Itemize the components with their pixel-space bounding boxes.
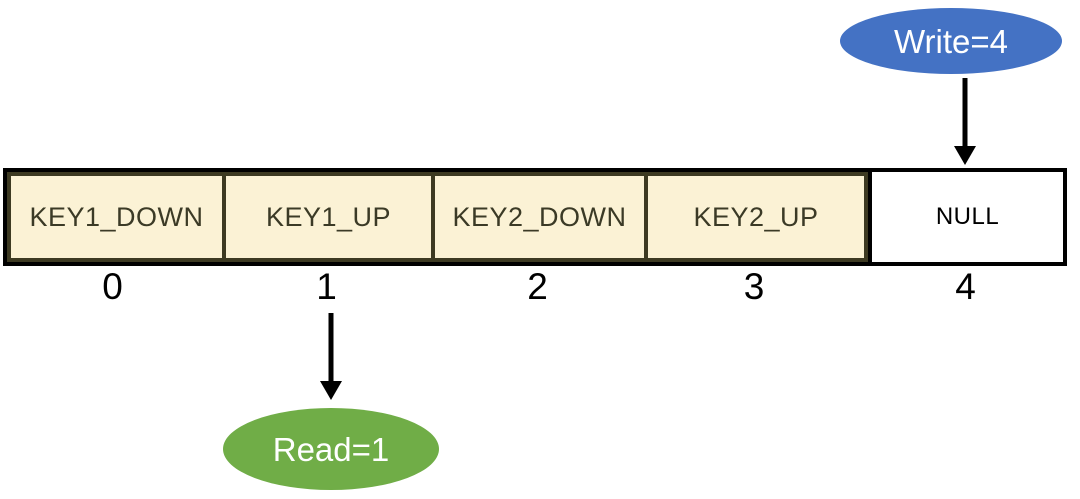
- index-label-0: 0: [102, 266, 123, 307]
- read-arrow-down-icon: [320, 313, 342, 400]
- array-cell-label: KEY2_UP: [693, 201, 819, 232]
- index-label-3: 3: [743, 266, 765, 307]
- array-cell-label: KEY1_UP: [265, 201, 392, 232]
- array-cell-key2-down: KEY2_DOWN: [431, 172, 648, 262]
- array-cell-label: NULL: [935, 203, 1000, 230]
- ring-buffer-array: KEY1_DOWN KEY1_UP KEY2_DOWN KEY2_UP NULL: [3, 168, 1067, 266]
- index-label-2: 2: [527, 266, 548, 307]
- index-labels-row: 0 1 2 3 4: [3, 266, 1067, 308]
- write-arrow-down-icon: [954, 78, 976, 165]
- array-cell-key1-down: KEY1_DOWN: [7, 172, 226, 262]
- index-label-1: 1: [316, 266, 337, 307]
- array-cell-key2-up: KEY2_UP: [644, 172, 868, 262]
- read-pointer-label: Read=1: [272, 430, 390, 468]
- index-label-4: 4: [955, 266, 976, 307]
- write-pointer-bubble: Write=4: [840, 8, 1062, 74]
- write-pointer-label: Write=4: [893, 22, 1009, 60]
- read-pointer-bubble: Read=1: [223, 408, 439, 490]
- array-cell-label: KEY1_DOWN: [29, 201, 204, 232]
- array-cell-label: KEY2_DOWN: [452, 201, 627, 232]
- array-cell-null: NULL: [868, 172, 1063, 262]
- array-cell-key1-up: KEY1_UP: [222, 172, 435, 262]
